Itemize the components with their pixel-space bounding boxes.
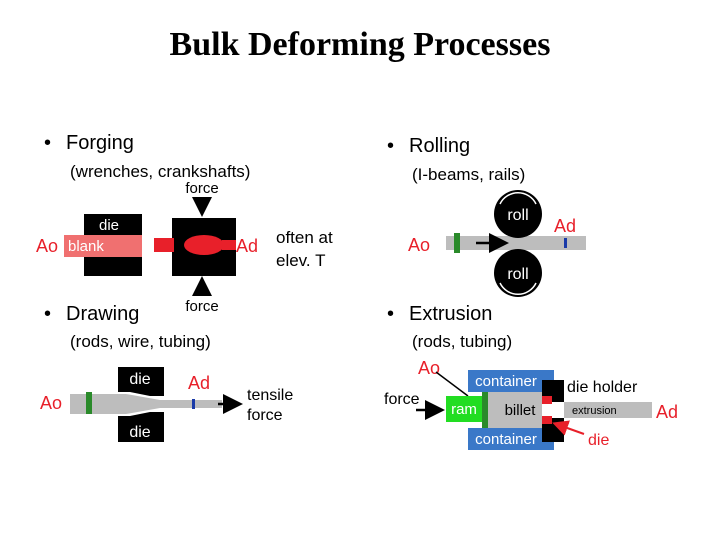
rolling-bottom-roll <box>494 249 542 297</box>
forging-ao-label: Ao <box>36 236 58 256</box>
extrusion-container-top <box>468 370 554 392</box>
forging-flash-left <box>154 238 174 252</box>
rolling-diagram: roll roll Ao Ad <box>408 190 586 297</box>
rolling-top-rotation-icon <box>499 192 537 205</box>
extrusion-ram <box>446 396 482 422</box>
extrusion-billet <box>488 392 542 428</box>
extrusion-force-label: force <box>384 391 420 408</box>
extrusion-container-bottom-label: container <box>475 431 537 448</box>
extrusion-die-pointer <box>552 420 585 436</box>
drawing-ad-marker <box>192 399 195 409</box>
extrusion-ao-marker <box>482 392 488 428</box>
extrusion-die-top <box>542 396 552 404</box>
forging-ad-label: Ad <box>236 236 258 256</box>
extrusion-die-bottom <box>542 416 552 424</box>
rolling-top-roll-label: roll <box>507 207 528 224</box>
forging-forged-part <box>184 235 224 255</box>
bullet-dot: • <box>387 303 395 325</box>
forging-flash-right <box>222 240 236 250</box>
rolling-top-roll <box>494 190 542 238</box>
extrusion-diagram: Ao container container ram billet extrus… <box>384 358 678 450</box>
rolling-ad-marker <box>564 238 567 248</box>
rolling-bottom-rotation-icon <box>499 282 537 295</box>
drawing-examples: (rods, wire, tubing) <box>70 332 211 351</box>
rolling-label: Rolling <box>409 135 471 157</box>
extrusion-die-holder-label: die holder <box>567 379 638 396</box>
extrusion-examples: (rods, tubing) <box>412 332 513 351</box>
forging-force-top-label: force <box>185 180 218 197</box>
drawing-label: Drawing <box>66 303 140 325</box>
rolling-bullet: • Rolling <box>387 135 470 158</box>
forging-examples: (wrenches, crankshafts) <box>70 162 251 181</box>
forging-force-bottom-label: force <box>185 298 218 315</box>
drawing-ao-label: Ao <box>40 393 62 413</box>
forging-blank-label: blank <box>68 238 104 255</box>
drawing-workpiece <box>70 394 222 414</box>
extrusion-ao-label: Ao <box>418 358 440 378</box>
extrusion-ad-label: Ad <box>656 402 678 422</box>
extrusion-product <box>564 402 652 418</box>
rolling-examples: (I-beams, rails) <box>412 165 526 184</box>
extrusion-container-top-label: container <box>475 373 537 390</box>
drawing-diagram: Ao die die Ad tensile force <box>40 367 293 442</box>
extrusion-ram-label: ram <box>451 401 477 418</box>
drawing-tensile-line2: force <box>247 407 283 424</box>
drawing-ad-label: Ad <box>188 373 210 393</box>
bullet-dot: • <box>44 132 52 154</box>
drawing-top-die-label: die <box>129 371 150 388</box>
rolling-workpiece <box>446 236 586 250</box>
rolling-bottom-roll-label: roll <box>507 266 528 283</box>
forging-label: Forging <box>66 132 134 154</box>
forging-bullet: • Forging <box>44 132 134 155</box>
drawing-bottom-die-label: die <box>129 424 150 441</box>
extrusion-label: Extrusion <box>409 303 493 325</box>
bullet-dot: • <box>44 303 52 325</box>
rolling-ao-marker <box>454 233 460 253</box>
forging-die-label: die <box>99 217 119 234</box>
forging-diagram: force die blank Ao Ad force often at ele… <box>36 180 333 315</box>
extrusion-bullet: • Extrusion <box>387 303 492 326</box>
forging-note-line1: often at <box>276 228 333 247</box>
extrusion-product-label: extrusion <box>572 405 617 417</box>
extrusion-die-label: die <box>588 432 609 449</box>
forging-note-line2: elev. T <box>276 251 325 270</box>
rolling-ao-label: Ao <box>408 235 430 255</box>
bullet-dot: • <box>387 135 395 157</box>
drawing-ao-marker <box>86 392 92 414</box>
forging-blank <box>64 235 142 257</box>
extrusion-billet-label: billet <box>505 402 537 419</box>
extrusion-ao-pointer <box>435 371 469 397</box>
drawing-bullet: • Drawing <box>44 303 139 326</box>
drawing-bottom-die <box>118 412 164 442</box>
drawing-top-die <box>118 367 164 396</box>
slide-title: Bulk Deforming Processes <box>169 26 551 63</box>
drawing-tensile-line1: tensile <box>247 387 293 404</box>
rolling-ad-label: Ad <box>554 216 576 236</box>
extrusion-container-bottom <box>468 428 554 450</box>
